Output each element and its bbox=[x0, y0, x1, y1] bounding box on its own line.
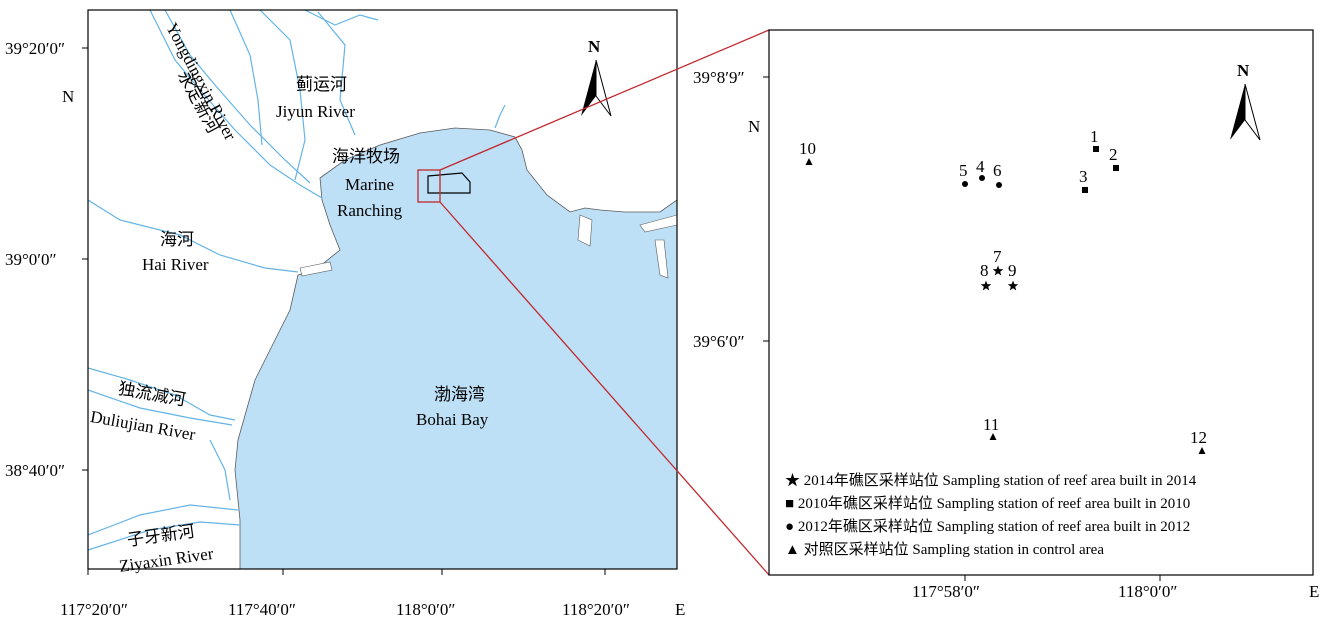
station-marker-1 bbox=[1093, 146, 1099, 152]
legend-item-control: ▲ 对照区采样站位 Sampling station in control ar… bbox=[785, 543, 1104, 558]
station-label: 2 bbox=[1109, 145, 1118, 164]
lon-label-117-40: 117°40′0″ bbox=[228, 600, 296, 619]
right-map bbox=[763, 29, 1314, 581]
station-marker-2 bbox=[1113, 165, 1119, 171]
left-map-frame bbox=[87, 9, 678, 570]
right-ticks bbox=[763, 76, 1161, 581]
station-label: 6 bbox=[993, 161, 1002, 180]
station-marker-11 bbox=[989, 433, 997, 440]
station-label: 10 bbox=[799, 139, 816, 158]
station-label: 8 bbox=[980, 261, 989, 280]
lon-label-118-00: 118°0′0″ bbox=[396, 600, 456, 619]
lat-label-39-8-9: 39°8′9″ bbox=[693, 68, 745, 87]
connector-top bbox=[439, 29, 770, 171]
jetty bbox=[654, 239, 669, 279]
lat-axis-letter: N bbox=[62, 87, 75, 106]
station-label: 9 bbox=[1008, 261, 1017, 280]
area-label-en: Marine bbox=[345, 175, 395, 194]
lat-label-39-00: 39°0′0″ bbox=[5, 250, 57, 269]
station-label: 3 bbox=[1079, 167, 1088, 186]
station-marker-5 bbox=[962, 181, 968, 187]
station-marker-10 bbox=[805, 158, 813, 165]
lat-label-39-6-0: 39°6′0″ bbox=[693, 332, 745, 351]
lon-axis-letter: E bbox=[1309, 582, 1320, 601]
area-label-en: Ranching bbox=[337, 201, 403, 220]
left-ticks bbox=[82, 47, 606, 575]
lon-label-118-20: 118°20′0″ bbox=[562, 600, 630, 619]
legend-text: 2012年礁区采样站位 Sampling station of reef are… bbox=[797, 519, 1191, 535]
north-arrow-icon bbox=[1230, 83, 1261, 141]
station-label: 1 bbox=[1090, 127, 1099, 146]
star-icon: ★ bbox=[785, 473, 801, 489]
legend-item-2014: ★ 2014年礁区采样站位 Sampling station of reef a… bbox=[785, 474, 1196, 489]
legend-text: 2010年礁区采样站位 Sampling station of reef are… bbox=[797, 496, 1191, 512]
legend-item-2012: ● 2012年礁区采样站位 Sampling station of reef a… bbox=[785, 520, 1190, 535]
left-map bbox=[82, 9, 678, 575]
inset-box bbox=[417, 169, 441, 203]
lon-axis-letter: E bbox=[675, 600, 686, 619]
connector-bottom bbox=[439, 201, 770, 576]
station-marker-8 bbox=[980, 280, 992, 291]
jetty bbox=[299, 261, 333, 277]
rivers bbox=[88, 10, 506, 551]
triangle-icon: ▲ bbox=[785, 542, 800, 558]
station-marker-7 bbox=[992, 265, 1004, 276]
station-marker-12 bbox=[1198, 447, 1206, 454]
river-label-en: Hai River bbox=[142, 255, 209, 274]
area-label-cn: 渤海湾 bbox=[434, 385, 485, 404]
lon-label-118-00: 118°0′0″ bbox=[1118, 582, 1178, 601]
lat-axis-letter: N bbox=[748, 117, 761, 136]
circle-icon: ● bbox=[785, 519, 795, 535]
lat-label-38-40: 38°40′0″ bbox=[5, 461, 66, 480]
station-marker-4 bbox=[979, 175, 985, 181]
legend-text: 对照区采样站位 Sampling station in control area bbox=[803, 542, 1104, 558]
area-label-en: Bohai Bay bbox=[416, 410, 489, 429]
lat-label-39-20: 39°20′0″ bbox=[5, 39, 66, 58]
station-label: 12 bbox=[1190, 428, 1207, 447]
north-arrow-icon bbox=[581, 59, 612, 117]
station-marker-3 bbox=[1082, 187, 1088, 193]
square-icon: ■ bbox=[785, 496, 795, 512]
station-markers bbox=[805, 146, 1206, 454]
north-label: N bbox=[1237, 61, 1250, 80]
legend-item-2010: ■ 2010年礁区采样站位 Sampling station of reef a… bbox=[785, 497, 1190, 512]
station-marker-6 bbox=[996, 182, 1002, 188]
river-label-cn: 蓟运河 bbox=[296, 75, 347, 94]
lon-label-117-58: 117°58′0″ bbox=[912, 582, 980, 601]
right-map-frame bbox=[768, 29, 1314, 576]
lon-label-117-20: 117°20′0″ bbox=[60, 600, 128, 619]
station-label: 5 bbox=[959, 161, 968, 180]
station-marker-9 bbox=[1007, 280, 1019, 291]
station-label: 11 bbox=[983, 415, 1000, 434]
river-label-cn: 海河 bbox=[160, 230, 194, 249]
river-label-en: Jiyun River bbox=[276, 102, 355, 121]
north-label: N bbox=[588, 37, 601, 56]
legend-text: 2014年礁区采样站位 Sampling station of reef are… bbox=[803, 473, 1197, 489]
jetty bbox=[639, 214, 677, 233]
jetty bbox=[577, 214, 593, 247]
area-label-cn: 海洋牧场 bbox=[332, 147, 400, 166]
station-label: 7 bbox=[993, 247, 1002, 266]
marine-ranching-area bbox=[427, 172, 471, 194]
station-label: 4 bbox=[976, 157, 985, 176]
